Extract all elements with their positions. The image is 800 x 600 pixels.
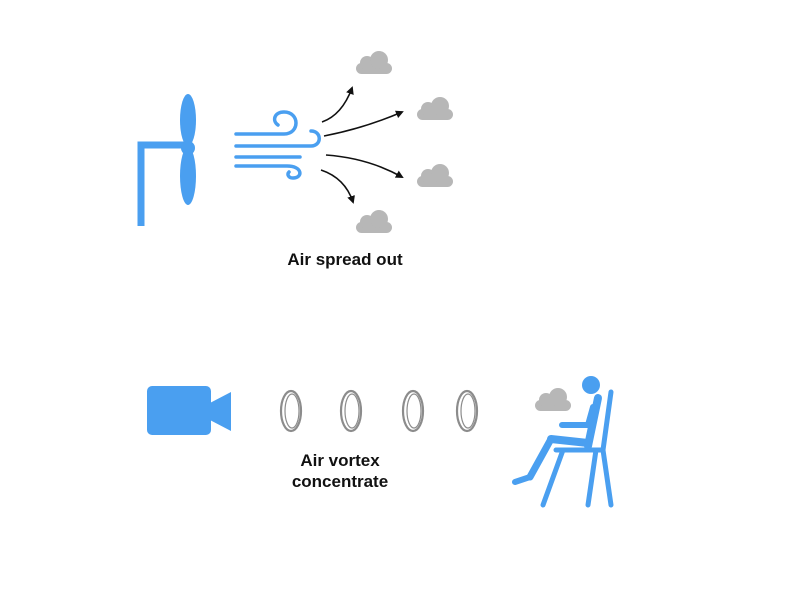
cloud-icon — [356, 210, 392, 233]
cloud-icon — [535, 388, 571, 411]
air-vortex-label-line1: Air vortex — [300, 451, 380, 470]
cloud-icon — [417, 164, 453, 187]
fan-icon — [137, 94, 196, 226]
vortex-ring-icon — [401, 389, 425, 433]
seated-person-icon — [512, 376, 614, 508]
vortex-ring-icon — [339, 389, 363, 433]
video-camera-icon — [147, 386, 231, 435]
air-spread-out-label: Air spread out — [287, 250, 403, 269]
air-vortex-label: Air vortex concentrate — [260, 450, 420, 492]
vortex-rings — [279, 389, 479, 433]
vortex-ring-icon — [279, 389, 303, 433]
vortex-ring-icon — [455, 389, 479, 433]
wind-icon — [234, 110, 321, 180]
spread-arrows — [320, 86, 404, 204]
cloud-icon — [417, 97, 453, 120]
air-vortex-label-line2: concentrate — [291, 472, 389, 491]
cloud-icon — [356, 51, 392, 74]
